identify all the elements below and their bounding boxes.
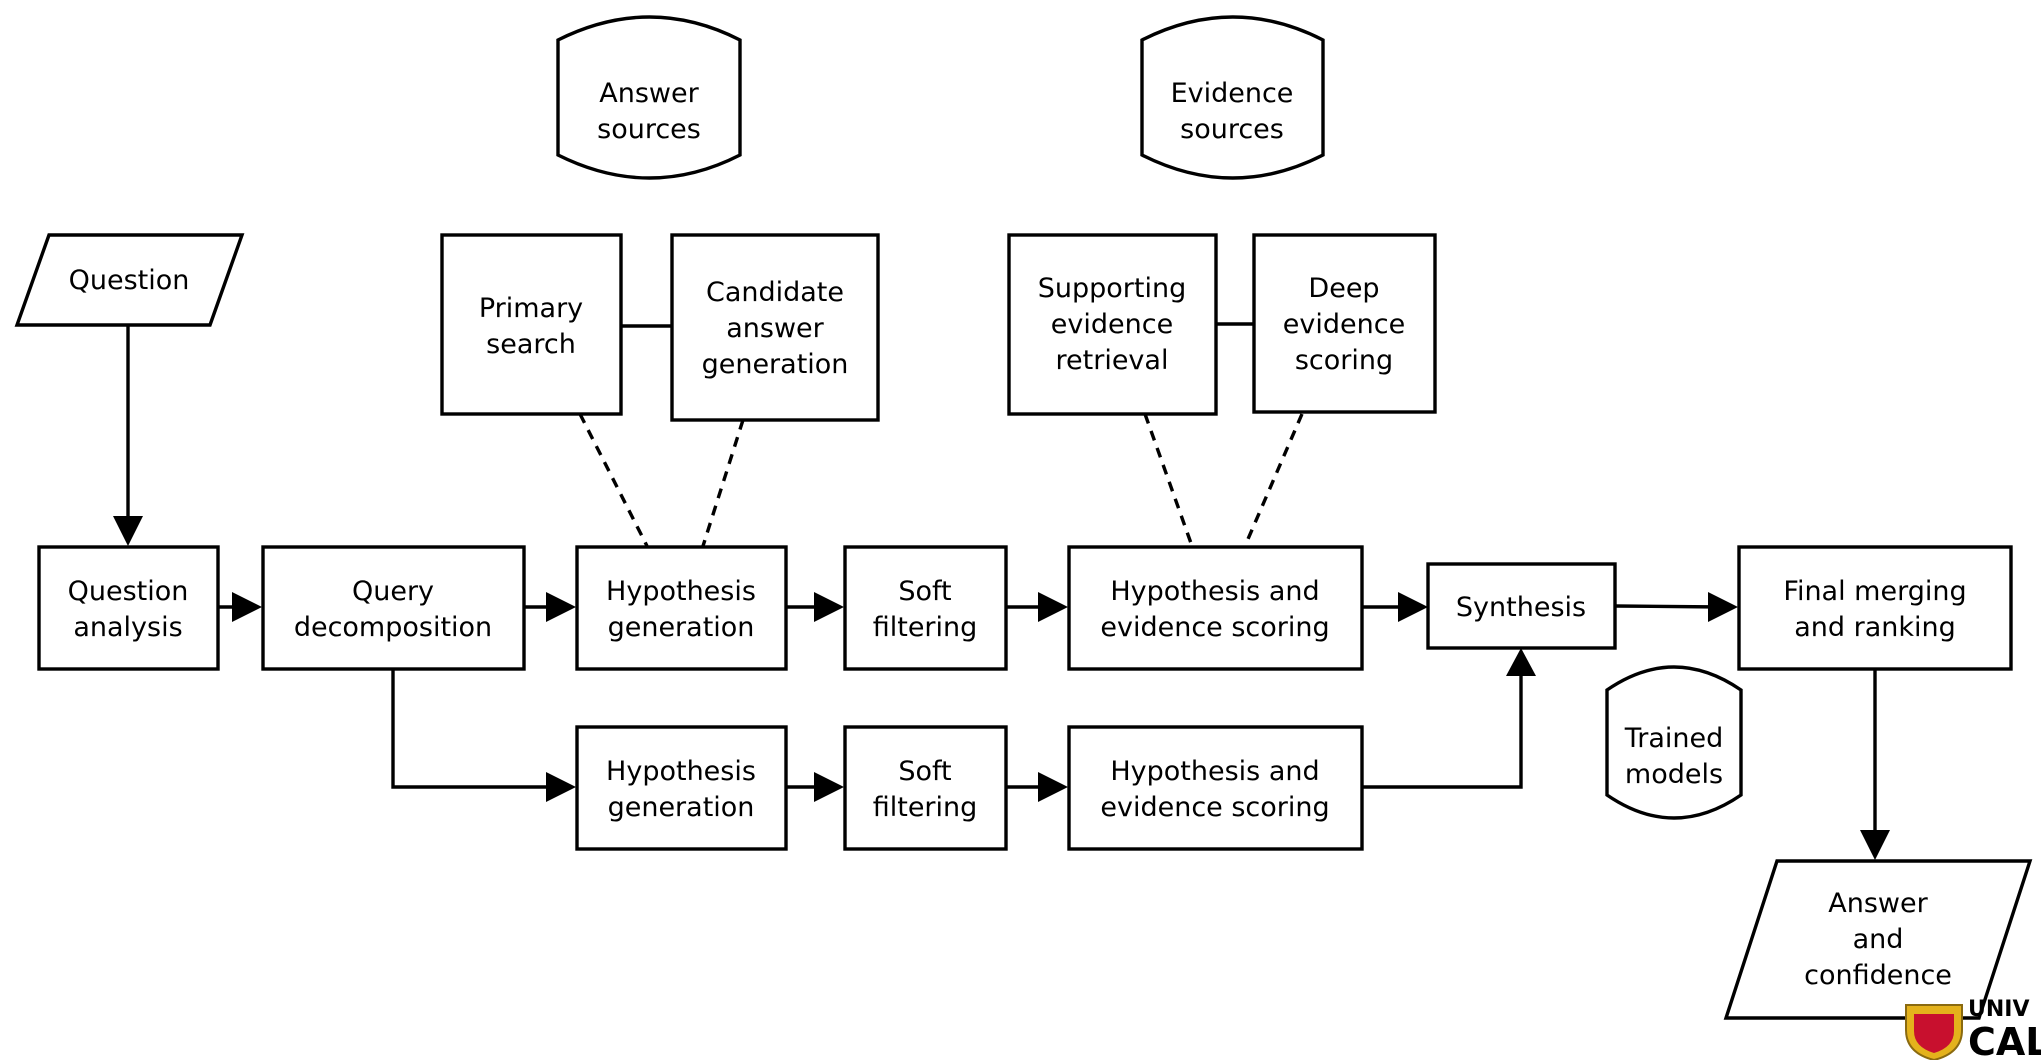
svg-text:Soft: Soft bbox=[898, 756, 951, 787]
process-candidate-answer-generation: Candidate answer generation bbox=[670, 233, 880, 422]
svg-text:filtering: filtering bbox=[873, 612, 978, 643]
svg-text:confidence: confidence bbox=[1804, 960, 1952, 991]
svg-text:decomposition: decomposition bbox=[294, 612, 492, 643]
dashed-deep-to-scoring1 bbox=[1243, 413, 1304, 547]
svg-text:Hypothesis: Hypothesis bbox=[606, 576, 756, 607]
dashed-supporting-to-scoring1 bbox=[1143, 413, 1194, 547]
arrowhead bbox=[1860, 830, 1890, 860]
svg-text:search: search bbox=[486, 329, 576, 360]
svg-text:Hypothesis and: Hypothesis and bbox=[1110, 756, 1319, 787]
logo-text-line2: CAL bbox=[1968, 1020, 2041, 1060]
arrowhead bbox=[1038, 592, 1068, 622]
edge-scoring2-to-synthesis bbox=[1362, 666, 1523, 789]
svg-text:Question: Question bbox=[68, 576, 189, 607]
svg-text:sources: sources bbox=[597, 114, 701, 145]
svg-text:Synthesis: Synthesis bbox=[1456, 592, 1586, 623]
svg-text:and ranking: and ranking bbox=[1794, 612, 1956, 643]
svg-text:Trained: Trained bbox=[1624, 723, 1724, 754]
process-hypothesis-evidence-scoring-2: Hypothesis and evidence scoring bbox=[1067, 725, 1364, 851]
svg-text:Query: Query bbox=[352, 576, 434, 607]
svg-text:answer: answer bbox=[726, 313, 824, 344]
svg-text:evidence scoring: evidence scoring bbox=[1100, 612, 1329, 643]
process-hypothesis-generation-2: Hypothesis generation bbox=[575, 725, 788, 851]
process-synthesis: Synthesis bbox=[1426, 562, 1617, 650]
datastore-trained-models: Trained models bbox=[1605, 665, 1743, 820]
svg-text:Soft: Soft bbox=[898, 576, 951, 607]
edge-decomposition-to-hypgen2 bbox=[391, 669, 560, 789]
svg-text:generation: generation bbox=[702, 349, 849, 380]
svg-text:Hypothesis: Hypothesis bbox=[606, 756, 756, 787]
arrowhead bbox=[546, 592, 576, 622]
svg-text:Final merging: Final merging bbox=[1783, 576, 1966, 607]
svg-text:Primary: Primary bbox=[479, 293, 583, 324]
process-supporting-evidence-retrieval: Supporting evidence retrieval bbox=[1007, 233, 1218, 416]
arrowhead bbox=[1708, 592, 1738, 622]
datastore-evidence-sources: Evidence sources bbox=[1140, 15, 1325, 180]
arrowhead bbox=[113, 516, 143, 546]
arrowhead bbox=[1506, 648, 1536, 676]
svg-text:sources: sources bbox=[1180, 114, 1284, 145]
process-deep-evidence-scoring: Deep evidence scoring bbox=[1252, 233, 1437, 414]
svg-text:scoring: scoring bbox=[1295, 345, 1393, 376]
arrowhead bbox=[814, 772, 844, 802]
process-hypothesis-evidence-scoring-1: Hypothesis and evidence scoring bbox=[1067, 545, 1364, 671]
arrowhead bbox=[814, 592, 844, 622]
datastore-answer-sources: Answer sources bbox=[556, 15, 742, 180]
process-primary-search: Primary search bbox=[440, 233, 623, 416]
process-soft-filtering-1: Soft filtering bbox=[843, 545, 1008, 671]
logo-text-line1: UNIV bbox=[1968, 997, 2030, 1022]
svg-text:models: models bbox=[1625, 759, 1723, 790]
arrowhead bbox=[546, 772, 576, 802]
arrowhead bbox=[1038, 772, 1068, 802]
svg-text:evidence scoring: evidence scoring bbox=[1100, 792, 1329, 823]
svg-text:Answer: Answer bbox=[1828, 888, 1928, 919]
arrowhead bbox=[1398, 592, 1428, 622]
dashed-primary-to-hypgen1 bbox=[578, 413, 649, 547]
process-hypothesis-generation-1: Hypothesis generation bbox=[575, 545, 788, 671]
svg-text:filtering: filtering bbox=[873, 792, 978, 823]
university-logo: UNIV CAL bbox=[1905, 997, 2041, 1060]
svg-text:Deep: Deep bbox=[1308, 273, 1379, 304]
svg-text:analysis: analysis bbox=[73, 612, 182, 643]
output-answer-and-confidence: Answer and confidence bbox=[1723, 859, 2033, 1020]
input-question: Question bbox=[14, 233, 245, 327]
dashed-candidate-to-hypgen1 bbox=[701, 419, 745, 547]
svg-text:retrieval: retrieval bbox=[1056, 345, 1169, 376]
svg-text:generation: generation bbox=[608, 612, 755, 643]
edge-synthesis-to-final bbox=[1614, 604, 1723, 609]
process-question-analysis: Question analysis bbox=[37, 545, 220, 671]
svg-text:Supporting: Supporting bbox=[1038, 273, 1187, 304]
svg-text:Answer: Answer bbox=[599, 78, 699, 109]
svg-text:Evidence: Evidence bbox=[1171, 78, 1294, 109]
svg-text:Hypothesis and: Hypothesis and bbox=[1110, 576, 1319, 607]
svg-text:Question: Question bbox=[69, 265, 190, 296]
process-soft-filtering-2: Soft filtering bbox=[843, 725, 1008, 851]
svg-text:evidence: evidence bbox=[1283, 309, 1405, 340]
process-query-decomposition: Query decomposition bbox=[261, 545, 526, 671]
logo-shield-inner-icon bbox=[1914, 1014, 1954, 1053]
svg-text:evidence: evidence bbox=[1051, 309, 1173, 340]
svg-text:and: and bbox=[1853, 924, 1904, 955]
arrowhead bbox=[232, 592, 262, 622]
connectors bbox=[113, 322, 1890, 860]
svg-text:generation: generation bbox=[608, 792, 755, 823]
process-final-merging-and-ranking: Final merging and ranking bbox=[1737, 545, 2013, 671]
svg-text:Candidate: Candidate bbox=[706, 277, 844, 308]
